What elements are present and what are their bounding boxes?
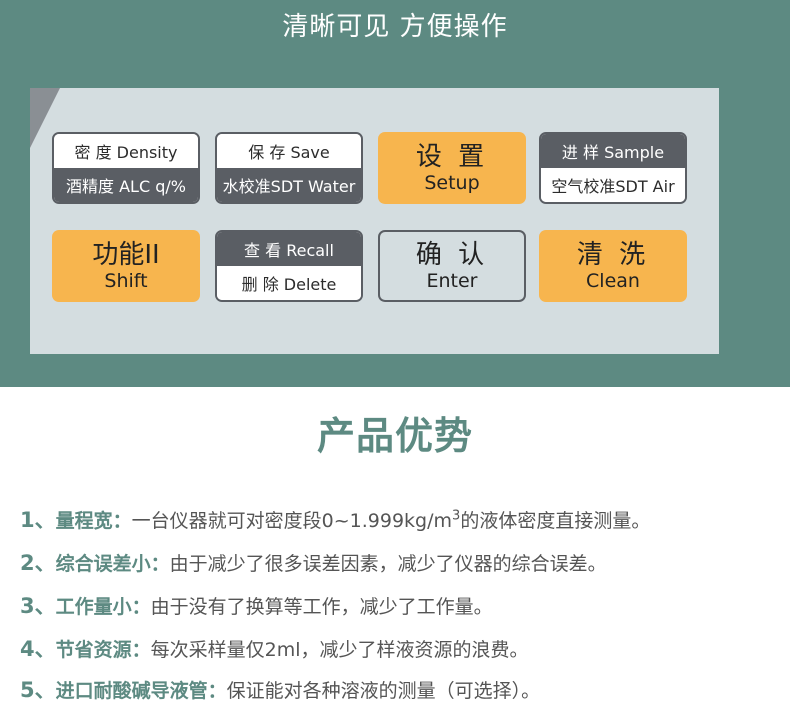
feature-text: 保证能对各种溶液的测量（可选择）。 (226, 680, 541, 702)
feature-number: 1、 (20, 508, 56, 532)
feature-label: 节省资源： (55, 639, 151, 661)
top-banner: 清晰可见 方便操作 密 度 Density 酒精度 ALC q/% 保 存 Sa… (0, 0, 790, 387)
recall-key[interactable]: 查 看 Recall 删 除 Delete (215, 230, 363, 302)
section-heading: 产品优势 (316, 414, 473, 458)
setup-key-cn-label: 设 置 (415, 142, 489, 172)
setup-key-en-label: Setup (424, 172, 480, 194)
feature-text: 由于没有了换算等工作，减少了工作量。 (150, 596, 493, 618)
feature-item-5: 5、进口耐酸碱导液管：保证能对各种溶液的测量（可选择）。 (20, 674, 540, 704)
setup-key[interactable]: 设 置 Setup (378, 132, 526, 204)
sample-key[interactable]: 进 样 Sample 空气校准SDT Air (539, 132, 687, 204)
shift-key-cn-label: 功能II (92, 240, 160, 270)
recall-key-label: 查 看 Recall (217, 232, 361, 266)
density-key-label: 密 度 Density (54, 134, 198, 168)
feature-text: 一台仪器就可对密度段0~1.999kg/m (131, 510, 453, 532)
enter-key-cn-label: 确 认 (415, 240, 489, 270)
enter-key[interactable]: 确 认 Enter (378, 230, 526, 302)
clean-key[interactable]: 清 洗 Clean (539, 230, 687, 302)
feature-item-1: 1、量程宽：一台仪器就可对密度段0~1.999kg/m3的液体密度直接测量。 (20, 504, 650, 534)
feature-label: 工作量小： (55, 596, 151, 618)
feature-item-2: 2、综合误差小：由于减少了很多误差因素，减少了仪器的综合误差。 (20, 547, 607, 577)
shift-key[interactable]: 功能II Shift (52, 230, 200, 302)
alc-key-label: 酒精度 ALC q/% (54, 168, 198, 202)
feature-number: 3、 (20, 594, 56, 618)
keypad-panel: 密 度 Density 酒精度 ALC q/% 保 存 Save 水校准SDT … (30, 88, 719, 354)
feature-superscript: 3 (452, 508, 461, 524)
feature-number: 4、 (20, 637, 56, 661)
feature-text-tail: 的液体密度直接测量。 (460, 510, 651, 532)
save-key-label: 保 存 Save (217, 134, 361, 168)
banner-title: 清晰可见 方便操作 (282, 12, 508, 42)
feature-item-4: 4、节省资源：每次采样量仅2ml，减少了样液资源的浪费。 (20, 633, 529, 663)
feature-number: 5、 (20, 678, 56, 702)
clean-key-en-label: Clean (586, 270, 640, 292)
sdt-air-key-label: 空气校准SDT Air (541, 168, 685, 202)
enter-key-en-label: Enter (426, 270, 478, 292)
feature-item-3: 3、工作量小：由于没有了换算等工作，减少了工作量。 (20, 590, 493, 620)
feature-label: 综合误差小： (55, 553, 170, 575)
feature-text: 由于减少了很多误差因素，减少了仪器的综合误差。 (169, 553, 607, 575)
sdt-water-key-label: 水校准SDT Water (217, 168, 361, 202)
delete-key-label: 删 除 Delete (217, 266, 361, 300)
feature-label: 进口耐酸碱导液管： (55, 680, 227, 702)
feature-number: 2、 (20, 551, 56, 575)
feature-text: 每次采样量仅2ml，减少了样液资源的浪费。 (150, 639, 529, 661)
sample-key-label: 进 样 Sample (541, 134, 685, 168)
density-key[interactable]: 密 度 Density 酒精度 ALC q/% (52, 132, 200, 204)
clean-key-cn-label: 清 洗 (576, 240, 650, 270)
shift-key-en-label: Shift (104, 270, 148, 292)
save-key[interactable]: 保 存 Save 水校准SDT Water (215, 132, 363, 204)
feature-label: 量程宽： (55, 510, 132, 532)
